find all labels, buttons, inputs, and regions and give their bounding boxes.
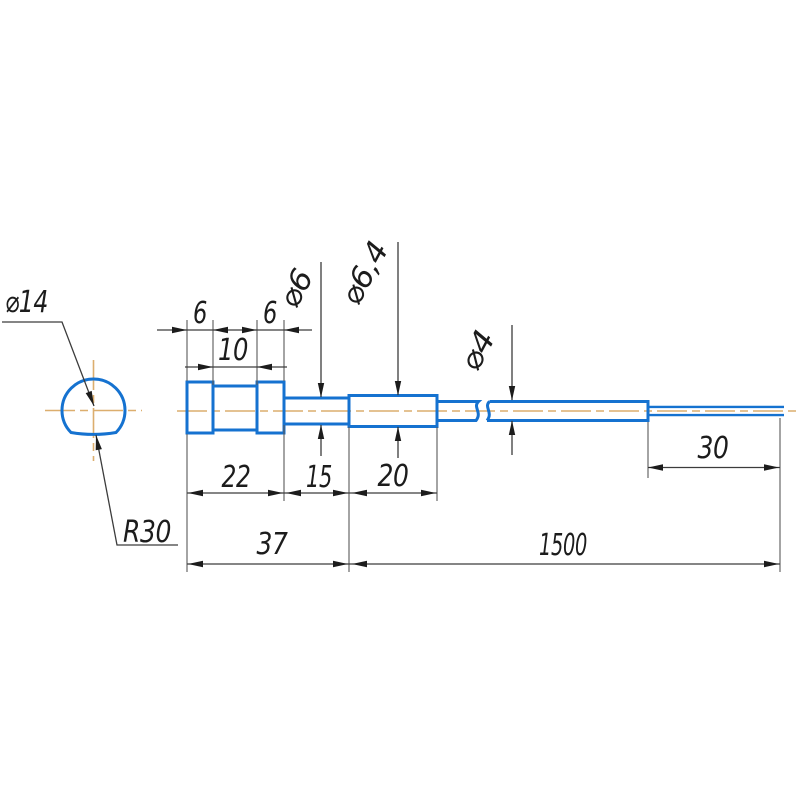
probe-shaft-d6-4 (347, 394, 439, 428)
extension-lines (186, 320, 781, 572)
label-15: 15 (306, 460, 332, 495)
leader-dia14 (2, 321, 95, 407)
probe-sheath-d4-left (437, 400, 483, 422)
end-view-outline (60, 377, 127, 436)
dimension-arrowheads (85, 326, 779, 568)
label-6-right: 6 (263, 296, 277, 331)
label-6-left: 6 (193, 296, 207, 331)
label-30: 30 (698, 431, 729, 466)
label-20: 20 (378, 459, 409, 494)
leader-r30 (95, 434, 178, 546)
label-1500: 1500 (539, 528, 587, 563)
part-outline (60, 377, 784, 436)
label-37: 37 (257, 527, 288, 562)
label-r30: R30 (123, 515, 171, 550)
label-22: 22 (222, 460, 251, 495)
probe-sheath-d4-right (485, 400, 650, 422)
label-dia14: ⌀14 (5, 285, 48, 320)
label-10: 10 (218, 333, 248, 368)
